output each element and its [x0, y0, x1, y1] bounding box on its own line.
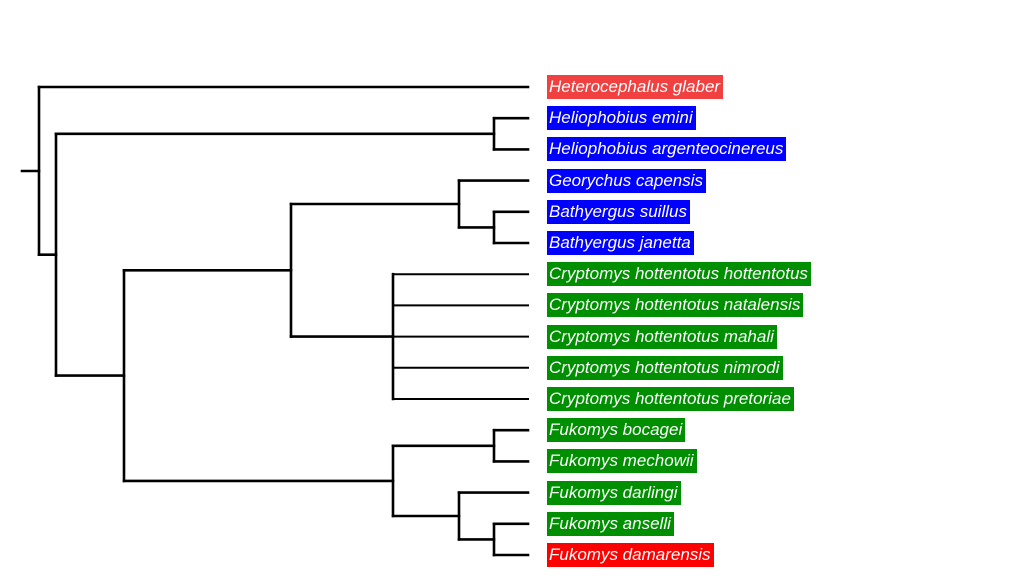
taxon-label: Fukomys darlingi — [547, 480, 681, 505]
taxon-label: Fukomys bocagei — [547, 418, 686, 443]
taxon-label: Fukomys mechowii — [547, 449, 697, 474]
taxon-label: Cryptomys hottentotus natalensis — [547, 293, 804, 318]
taxon-label: Cryptomys hottentotus mahali — [547, 324, 777, 349]
taxon-label: Fukomys anselli — [547, 511, 674, 536]
taxon-label: Fukomys damarensis — [547, 543, 714, 567]
taxon-label: Georychus capensis — [547, 168, 707, 193]
taxon-label: Bathyergus suillus — [547, 199, 690, 224]
taxon-label: Cryptomys hottentotus hottentotus — [547, 262, 811, 287]
taxon-label: Cryptomys hottentotus pretoriae — [547, 387, 794, 411]
taxon-label: Heterocephalus glaber — [547, 75, 724, 99]
taxon-label: Heliophobius emini — [547, 106, 696, 131]
taxon-label: Heliophobius argenteocinereus — [547, 137, 787, 162]
taxon-label: Cryptomys hottentotus nimrodi — [547, 355, 783, 380]
taxon-label: Bathyergus janetta — [547, 231, 694, 255]
